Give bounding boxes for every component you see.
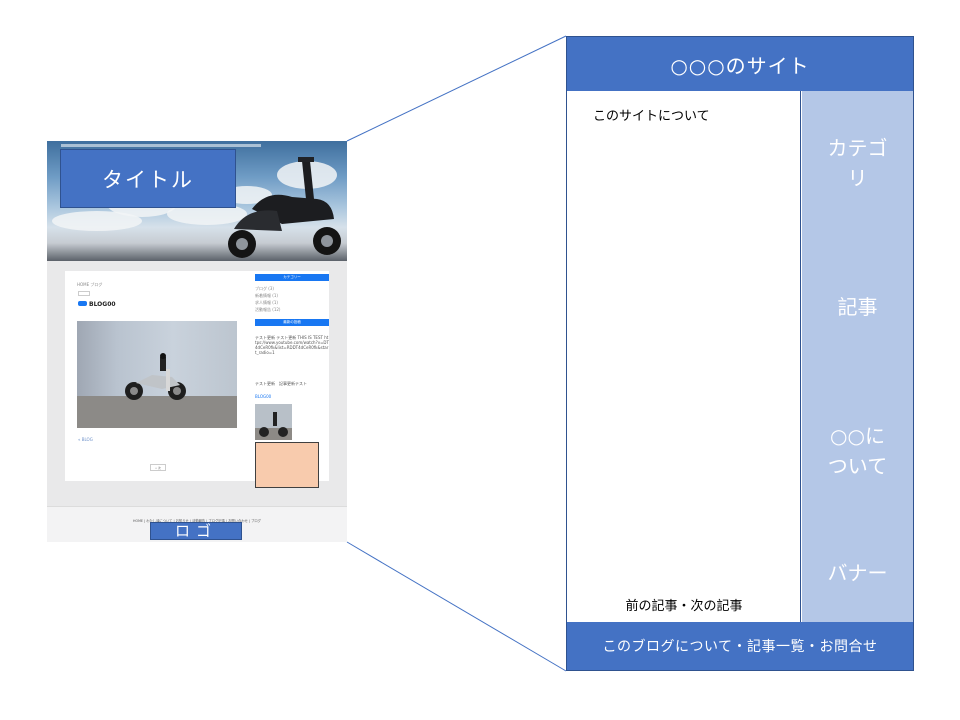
category-tag[interactable] [78, 291, 90, 296]
connector-bottom [346, 541, 567, 672]
sidebar-category-3[interactable]: 求人情報 (1) [255, 300, 278, 305]
sidebar-block-banner: バナー [802, 523, 913, 622]
sidebar-block-banner-label: バナー [827, 560, 888, 585]
site-screenshot-thumbnail: タイトル HOME ブログ BLOG00 « BLOG カテゴリー ブログ (3… [47, 141, 347, 542]
title-placeholder-box: タイトル [60, 149, 236, 208]
sidebar-category-1[interactable]: ブログ (3) [255, 286, 274, 291]
blog-title: BLOG00 [89, 301, 116, 308]
wireframe-header: ○○○のサイト [567, 37, 913, 91]
prev-link[interactable]: « BLOG [78, 437, 93, 442]
sidebar-post-text-2[interactable]: テスト更新 記事更新テスト [255, 381, 307, 386]
motorcycle-photo-icon [125, 353, 186, 400]
recent-posts-bar: 最新の投稿 [255, 319, 329, 326]
connector-top [346, 35, 567, 142]
wireframe-main-column: このサイトについて 前の記事・次の記事 [567, 91, 801, 622]
sidebar-thumbnail-image[interactable] [255, 404, 292, 440]
scooter-illustration [228, 157, 341, 258]
breadcrumb[interactable]: HOME ブログ [77, 282, 103, 287]
footer-nav-links[interactable]: HOME | わたし達について | お知らせ | 活動報告 | ブログ記事 | … [133, 519, 261, 523]
sidebar-category-2[interactable]: 新着情報 (1) [255, 293, 278, 298]
sidebar-block-about: ○○に ついて [802, 379, 913, 524]
sidebar-category-4[interactable]: 活動報告 (12) [255, 307, 281, 312]
sidebar-post-text[interactable]: テスト更新 テスト更新 THIS IS TEST https://www.you… [255, 335, 329, 355]
wireframe-footer: このブログについて・記事一覧・お問合せ [567, 622, 913, 670]
sidebar-block-about-label: ○○に ついて [827, 424, 888, 478]
banner-placeholder[interactable] [255, 442, 319, 488]
sidebar-block-articles: 記事 [802, 235, 913, 380]
logo-placeholder-box: ロゴ [150, 522, 242, 540]
about-site-text: このサイトについて [593, 109, 710, 124]
post-photo[interactable] [77, 321, 237, 428]
pagination[interactable]: « 次 [150, 464, 166, 471]
prev-next-article: 前の記事・次の記事 [625, 599, 743, 614]
site-wireframe: ○○○のサイト このサイトについて 前の記事・次の記事 カテゴ リ 記事 ○○に… [566, 36, 914, 671]
header-strip [61, 144, 261, 147]
category-header-bar: カテゴリー [255, 274, 329, 281]
sidebar-block-articles-label: 記事 [837, 295, 878, 319]
sidebar-blog-link[interactable]: BLOG00 [255, 394, 272, 399]
sidebar-block-category: カテゴ リ [802, 91, 913, 236]
blog-logo-icon [78, 301, 87, 306]
sidebar-block-category-label: カテゴ リ [827, 136, 888, 190]
